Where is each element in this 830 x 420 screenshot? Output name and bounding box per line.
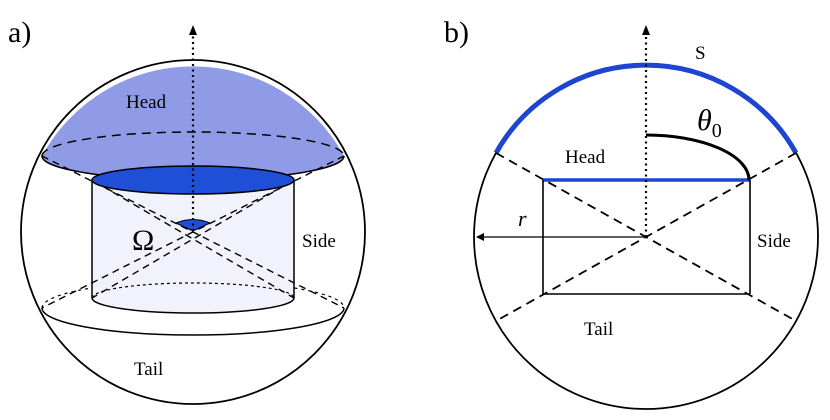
theta-subscript: 0 (712, 120, 722, 142)
panel-a-label: a) (8, 16, 31, 49)
cylinder-bottom-front (91, 297, 295, 314)
theta-zero-arc (645, 133, 751, 181)
panel-b-label: b) (444, 16, 469, 49)
s-label: S (695, 43, 706, 64)
panel-a: a) Head Ω S (8, 16, 366, 405)
tail-label-b: Tail (584, 319, 613, 340)
side-label-a: Side (302, 231, 336, 252)
head-cap-rim-back (41, 131, 345, 157)
omega-label: Ω (132, 224, 154, 257)
panel-b: b) S θ0 Head r Side Tail (444, 16, 819, 410)
radius-label: r (518, 206, 527, 231)
head-label-a: Head (126, 92, 167, 113)
tail-rim-back (41, 280, 345, 309)
theta-symbol: θ (697, 104, 712, 137)
head-cap (42, 66, 344, 180)
tail-label-a: Tail (134, 359, 163, 380)
head-label-b: Head (565, 147, 606, 168)
theta-label: θ0 (697, 104, 722, 142)
tail-rim-front (41, 307, 345, 336)
cone-lines-a (41, 155, 345, 309)
side-label-b: Side (757, 231, 791, 252)
